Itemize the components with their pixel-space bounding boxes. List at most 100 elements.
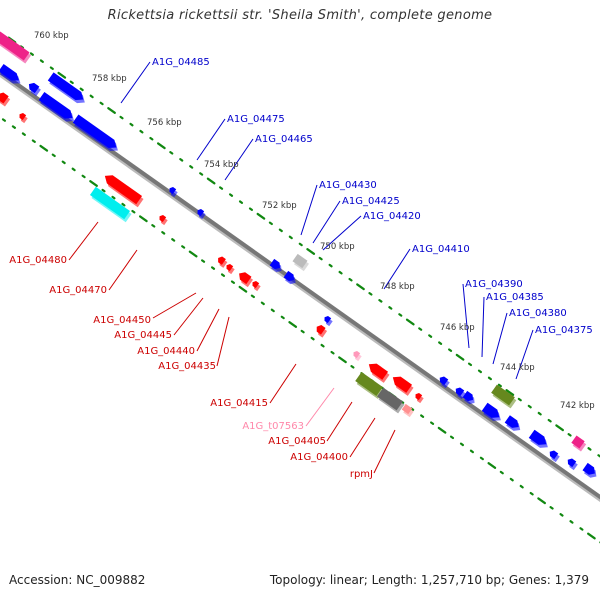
gene-label: A1G_04410	[412, 244, 470, 255]
label-leader-line	[224, 138, 254, 181]
tick-mark	[537, 411, 542, 416]
tick-mark	[189, 165, 194, 169]
tick-mark	[388, 306, 393, 310]
tick-mark	[21, 132, 26, 136]
gene-forward-body	[528, 429, 547, 445]
gene-trna	[353, 351, 362, 362]
gene-forward-small-body	[549, 450, 559, 460]
gene-forward-small-body	[567, 458, 577, 468]
tick-mark	[179, 158, 184, 162]
gene-label: A1G_04435	[158, 361, 216, 372]
gene-reverse-small	[159, 215, 168, 226]
scale-label: 746 kbp	[440, 323, 475, 333]
gene-label: A1G_04430	[319, 180, 377, 191]
gene-label: A1G_04440	[137, 346, 195, 357]
tick-mark	[39, 144, 49, 152]
tick-mark	[129, 122, 134, 127]
gene-reverse-small-body	[226, 264, 234, 272]
gene-label: A1G_04465	[255, 134, 313, 145]
tick-mark	[527, 404, 532, 409]
gene-forward	[72, 114, 118, 152]
gene-label: rpmJ	[350, 469, 373, 480]
label-leader-line	[300, 184, 318, 236]
tick-mark	[99, 101, 104, 106]
label-leader-line	[349, 417, 376, 458]
tick-mark	[31, 139, 36, 143]
gene-forward-small	[28, 82, 41, 97]
tick-mark	[11, 125, 16, 129]
tick-mark	[477, 369, 483, 374]
gene-forward-body	[481, 402, 500, 418]
tick-mark	[188, 250, 198, 258]
tick-mark	[161, 231, 166, 235]
gene-reverse-small-body	[218, 256, 226, 265]
tick-mark	[300, 329, 305, 334]
gene-label: A1G_04405	[268, 436, 326, 447]
tick-mark	[89, 180, 98, 187]
tick-mark	[587, 447, 592, 451]
gene-forward-small	[169, 187, 178, 198]
gene-forward-body	[462, 390, 474, 402]
gene-label: A1G_04475	[227, 114, 285, 125]
gene-feature-pink-body	[0, 31, 30, 61]
tick-mark	[597, 454, 600, 458]
gene-forward-small	[324, 316, 333, 327]
gene-grey-body	[292, 253, 308, 269]
tick-mark	[89, 94, 94, 99]
tick-mark	[288, 321, 298, 328]
scale-label: 756 kbp	[147, 118, 182, 128]
tick-mark	[428, 334, 433, 338]
tick-mark	[201, 259, 206, 263]
gene-feature-pink	[0, 31, 32, 64]
label-leader-line	[108, 249, 138, 291]
tick-mark	[29, 52, 34, 56]
tick-mark	[569, 520, 574, 524]
genome-summary-text: Topology: linear; Length: 1,257,710 bp; …	[269, 573, 589, 587]
tick-mark	[519, 484, 524, 489]
tick-mark	[328, 263, 333, 268]
gene-forward-small-body	[169, 187, 177, 195]
tick-mark	[449, 435, 455, 440]
gene-forward	[269, 258, 282, 273]
gene-forward	[47, 72, 85, 104]
gene-forward-body	[38, 91, 73, 119]
gene-forward-body	[504, 415, 519, 428]
tick-mark	[350, 365, 355, 369]
gene-cyan	[89, 186, 132, 223]
tick-mark	[318, 256, 323, 261]
label-leader-line	[120, 61, 151, 104]
gene-reverse-small-body	[252, 281, 260, 289]
gene-reverse-small	[226, 264, 235, 275]
tick-mark	[579, 527, 584, 531]
tick-mark	[101, 188, 106, 193]
tick-mark	[268, 221, 273, 226]
gene-label: A1G_04470	[49, 285, 107, 296]
gene-forward-small-body	[455, 387, 465, 397]
tick-mark	[79, 87, 84, 92]
label-leader-line	[196, 118, 226, 161]
tick-mark	[199, 172, 204, 176]
tick-mark	[459, 442, 465, 447]
gene-label: A1G_04390	[465, 279, 523, 290]
gene-labels: A1G_04485A1G_04475A1G_04465A1G_04430A1G_…	[9, 57, 593, 480]
gene-label: A1G_t07563	[242, 421, 304, 432]
gene-reverse-body	[104, 175, 143, 205]
gene-forward	[504, 415, 521, 431]
tick-mark	[547, 418, 552, 423]
gene-features	[0, 31, 597, 478]
tick-mark	[479, 456, 484, 461]
gene-reverse	[239, 272, 253, 288]
gene-reverse-small-body	[316, 325, 326, 335]
tick-mark	[438, 341, 443, 345]
gene-forward-small	[567, 458, 578, 471]
tick-mark	[270, 308, 275, 313]
gene-forward-body	[0, 63, 19, 81]
tick-mark	[330, 350, 335, 355]
gene-reverse-body	[368, 363, 389, 380]
gene-label: A1G_04450	[93, 315, 151, 326]
tick-mark	[131, 209, 136, 214]
gene-feature-pink-body	[571, 435, 585, 449]
accession-text: Accession: NC_009882	[9, 573, 146, 587]
gene-forward-small	[455, 387, 466, 400]
